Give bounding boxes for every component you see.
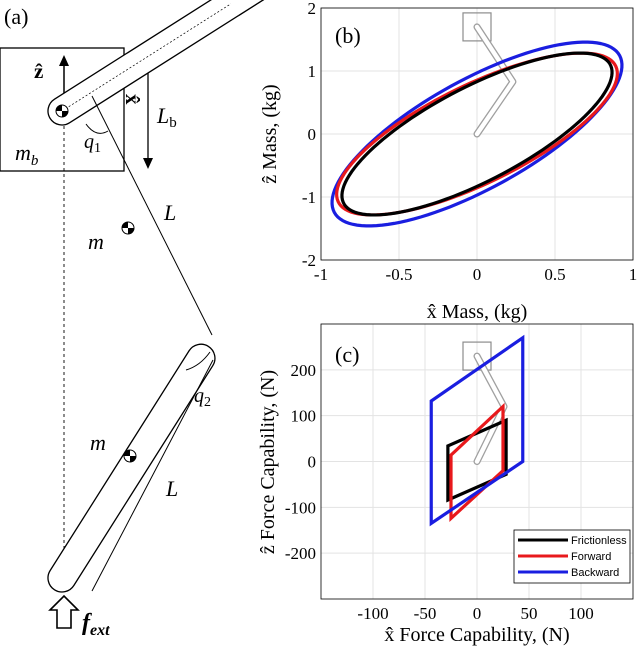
x-tick-label: -100 xyxy=(357,604,388,623)
y-tick-label: 200 xyxy=(291,361,317,380)
x-tick-label: -50 xyxy=(414,604,437,623)
x-hat-label: x̂ xyxy=(121,94,145,105)
legend-label-backward: Backward xyxy=(571,567,619,579)
panel-c-force-plot: -100 -50 0 50 100 200 100 0 -100 -200 (c) x̂ Forc… xyxy=(257,323,634,646)
q1-arc xyxy=(85,123,109,134)
y-tick-label: 0 xyxy=(308,453,317,472)
y-tick-label: -2 xyxy=(302,251,316,270)
series-frictionless-polygon xyxy=(446,417,508,503)
series-backward-polygon xyxy=(429,334,525,527)
series-frictionless-ellipse xyxy=(340,51,614,217)
plot-b-series xyxy=(330,40,624,228)
upper-mass-label: m xyxy=(88,229,104,254)
plot-c-frame xyxy=(320,323,634,600)
plot-c-series xyxy=(429,334,525,527)
plot-b-frame xyxy=(320,7,634,261)
y-tick-label: 100 xyxy=(291,407,317,426)
arm-link-fill xyxy=(474,24,516,137)
fext-label: fext xyxy=(82,610,110,639)
legend-item-forward: Forward xyxy=(518,551,611,563)
panel-a-label: (a) xyxy=(4,4,28,29)
plot-c-tick-labels: -100 -50 0 50 100 200 100 0 -100 -200 xyxy=(285,361,594,623)
body-block xyxy=(0,47,125,172)
q2-arc xyxy=(185,351,211,371)
plot-b-arm-overlay xyxy=(462,12,517,138)
y-tick-label: -100 xyxy=(285,498,316,517)
fext-arrow xyxy=(48,594,80,629)
legend-item-frictionless: Frictionless xyxy=(518,535,627,547)
x-tick-label: 1 xyxy=(629,265,638,284)
legend-item-backward: Backward xyxy=(518,567,619,579)
upper-length-label: L xyxy=(163,200,176,225)
q1-label: q1 xyxy=(84,131,101,156)
x-tick-label: 0.5 xyxy=(544,265,565,284)
panel-a: (a) mb ẑ x̂ Lb xyxy=(0,0,292,639)
z-axis-arrowhead xyxy=(59,55,69,66)
x-tick-label: 0 xyxy=(473,604,482,623)
lb-label: Lb xyxy=(156,103,177,131)
com-symbol-body xyxy=(55,104,69,118)
lower-link xyxy=(47,343,216,593)
y-tick-label: 0 xyxy=(308,125,317,144)
lower-length-dimension xyxy=(91,359,214,592)
legend-label-forward: Forward xyxy=(571,551,611,563)
arm-base-square xyxy=(462,12,492,42)
plot-c-panel-label: (c) xyxy=(335,342,359,367)
plot-c-legend: Frictionless Forward Backward xyxy=(513,529,631,584)
plot-b-panel-label: (b) xyxy=(335,23,361,48)
lower-length-label: L xyxy=(165,476,178,501)
plot-c-ylabel: ẑ Force Capability, (N) xyxy=(257,370,279,554)
x-tick-label: 0 xyxy=(473,265,482,284)
legend-label-frictionless: Frictionless xyxy=(571,535,627,547)
x-tick-label: -1 xyxy=(314,265,328,284)
y-tick-label: -1 xyxy=(302,188,316,207)
plot-c-xlabel: x̂ Force Capability, (N) xyxy=(384,624,569,646)
plot-b-ylabel: ẑ Mass, (kg) xyxy=(259,84,281,183)
x-tick-label: -0.5 xyxy=(386,265,413,284)
q2-label: q2 xyxy=(194,385,211,410)
y-tick-label: 2 xyxy=(308,0,317,18)
y-tick-label: 1 xyxy=(308,62,317,81)
x-tick-label: 50 xyxy=(521,604,538,623)
y-tick-label: -200 xyxy=(285,544,316,563)
lb-arrow-bottom xyxy=(143,158,153,169)
plot-b-xlabel: x̂ Mass, (kg) xyxy=(427,301,528,323)
body-mass-label: mb xyxy=(15,140,39,169)
com-symbol-upper xyxy=(121,221,135,235)
upper-length-dimension xyxy=(91,95,213,336)
lower-mass-label: m xyxy=(90,430,106,455)
z-hat-label: ẑ xyxy=(34,59,43,83)
com-symbol-lower xyxy=(123,449,137,463)
x-tick-label: 100 xyxy=(568,604,594,623)
